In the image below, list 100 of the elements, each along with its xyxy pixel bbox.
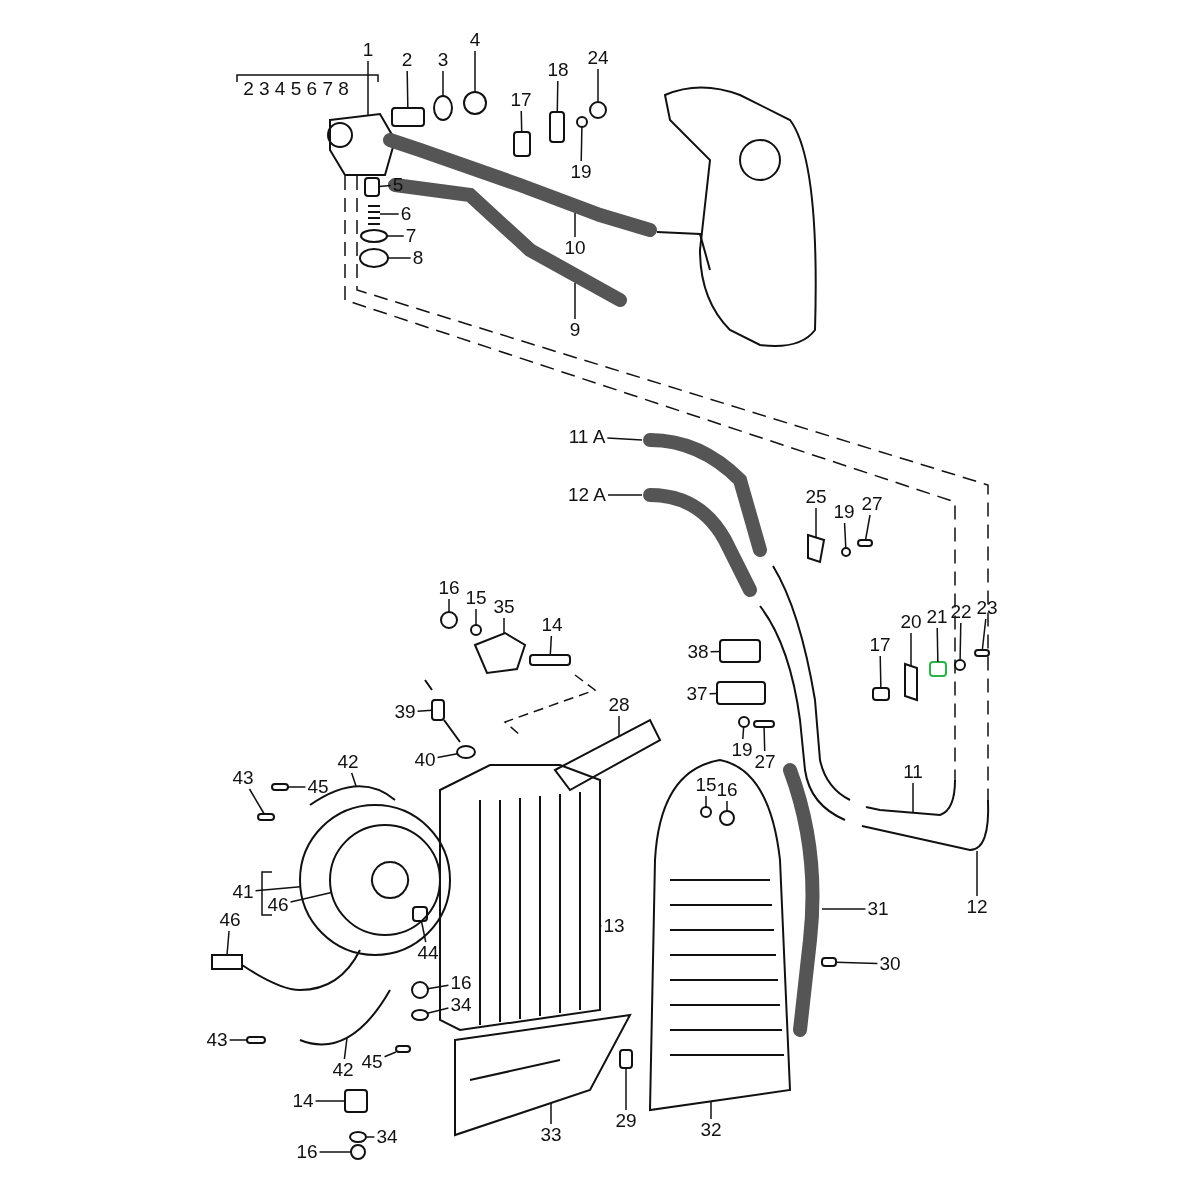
leader-line: [550, 1102, 552, 1125]
callout-number: 29: [615, 1111, 637, 1131]
callout-number: 13: [603, 916, 625, 936]
leader-line: [574, 282, 576, 320]
plug-screw: [359, 248, 389, 268]
bolt: [257, 813, 275, 821]
leader-line: [448, 598, 450, 613]
leader-line: [287, 786, 307, 788]
callout-number: 14: [292, 1091, 314, 1111]
callout-number: 15: [695, 775, 717, 795]
leader-line: [254, 886, 302, 892]
callout-number: 43: [206, 1030, 228, 1050]
leader-line: [835, 961, 879, 965]
rubber-bush: [872, 687, 890, 701]
spring: [367, 205, 381, 225]
rubber-mount: [344, 1089, 368, 1113]
leader-line: [248, 788, 265, 815]
callout-number: 3: [437, 50, 449, 70]
oil-pipe: [861, 799, 990, 851]
leader-line: [910, 632, 912, 667]
callout-number: 40: [414, 750, 436, 770]
callout-number: 5: [392, 175, 404, 195]
leader-line: [574, 212, 576, 238]
bolt: [395, 1045, 411, 1053]
oil-hose: [643, 488, 757, 597]
leader-line: [442, 70, 444, 97]
leader-line: [365, 1136, 376, 1138]
callout-number: 33: [540, 1125, 562, 1145]
oil-hose: [643, 433, 767, 557]
callout-number: 42: [337, 752, 359, 772]
leader-line: [520, 110, 523, 133]
callout-number: 23: [976, 598, 998, 618]
callout-number: 35: [493, 597, 515, 617]
callout-number: 19: [833, 502, 855, 522]
callout-number: 21: [926, 607, 948, 627]
callout-number: 12 A: [568, 485, 606, 505]
leader-line: [318, 1151, 352, 1153]
leader-line: [879, 655, 882, 689]
washer: [411, 1009, 429, 1021]
callout-number: 41: [232, 882, 254, 902]
leader-line: [474, 50, 476, 93]
leader-line: [367, 60, 369, 117]
air-duct-hose: [783, 763, 820, 1037]
rubber-mount: [529, 654, 571, 666]
leader-line: [503, 617, 505, 635]
spacer-sleeve: [929, 661, 947, 677]
plug-connector: [211, 949, 361, 991]
nut: [411, 981, 429, 999]
callout-number: 27: [861, 494, 883, 514]
callout-number: 45: [361, 1052, 383, 1072]
callout-number: 27: [754, 752, 776, 772]
leader-line: [708, 692, 718, 695]
callout-number: 1: [362, 40, 374, 60]
callout-number: 10: [564, 238, 586, 258]
clamp: [549, 111, 565, 143]
leader-line: [426, 1007, 450, 1014]
callout-number: 43: [232, 768, 254, 788]
callout-number: 34: [450, 995, 472, 1015]
callout-number: 22: [950, 602, 972, 622]
bolt: [974, 649, 990, 657]
callout-number: 24: [587, 48, 609, 68]
nut: [440, 611, 458, 629]
leader-line: [350, 772, 357, 787]
leader-line: [383, 1051, 397, 1058]
leader-line: [289, 891, 333, 903]
washer: [738, 716, 750, 728]
bolt: [753, 720, 775, 728]
callout-number: 16: [716, 780, 738, 800]
leader-line: [379, 213, 400, 215]
oil-thermostat-housing: [327, 113, 396, 176]
leader-line: [742, 726, 745, 740]
sealing-ring: [433, 95, 453, 121]
leader-line: [420, 920, 427, 943]
leader-line: [416, 709, 433, 712]
leader-line: [549, 635, 553, 656]
holder: [807, 533, 826, 564]
leader-line: [556, 80, 559, 113]
callout-number: 46: [219, 910, 241, 930]
leader-line: [981, 618, 987, 651]
callout-number: 32: [700, 1120, 722, 1140]
leader-line: [597, 68, 599, 103]
leader-line: [475, 608, 477, 626]
leader-line: [843, 522, 847, 549]
leader-line: [606, 437, 643, 441]
callout-number: 44: [417, 943, 439, 963]
callout-number: 7: [405, 226, 417, 246]
callout-number: 16: [450, 973, 472, 993]
callout-number: 39: [394, 702, 416, 722]
leader-line: [427, 984, 450, 990]
bolt: [246, 1036, 266, 1044]
plug-screw: [463, 91, 487, 115]
leader-line: [976, 850, 978, 897]
callout-number: 37: [686, 684, 708, 704]
leader-line: [226, 930, 230, 956]
leader-line: [378, 184, 392, 188]
callout-number: 17: [869, 635, 891, 655]
callout-number: 11: [903, 762, 923, 782]
leader-line: [821, 908, 867, 910]
fan-bracket: [299, 989, 391, 1046]
callout-number: 34: [376, 1127, 398, 1147]
